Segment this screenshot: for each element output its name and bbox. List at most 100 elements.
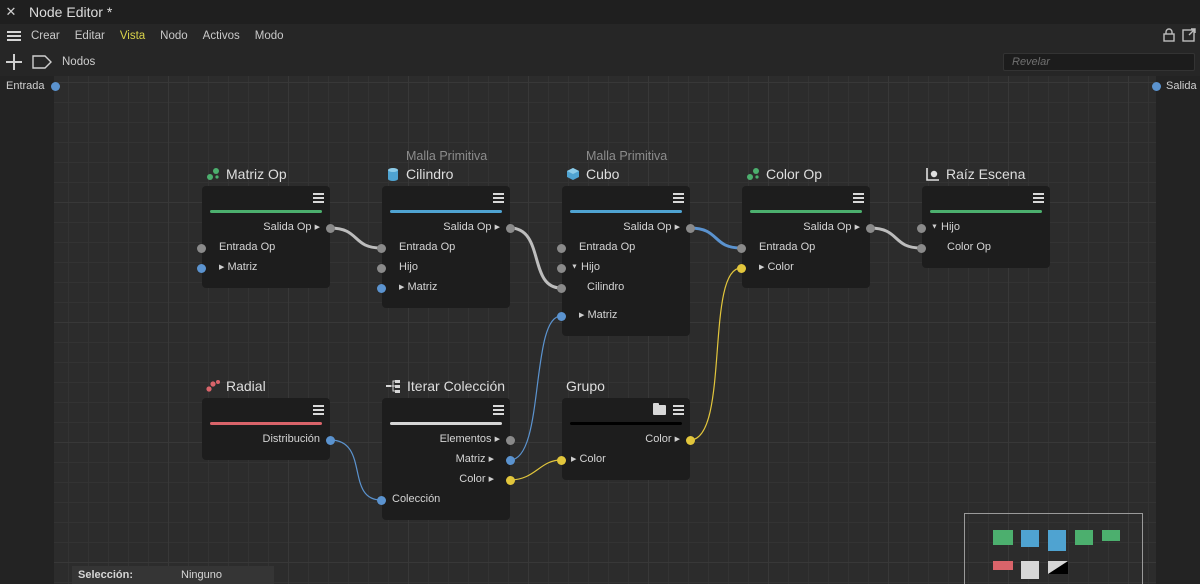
node-color-op[interactable]: Salida Op ▶ Entrada Op ▶ Color [742, 186, 870, 288]
menu-editar[interactable]: Editar [74, 30, 105, 42]
port-dot-in[interactable] [917, 244, 926, 253]
input-label: Entrada [6, 80, 45, 92]
node-iterar-coleccion[interactable]: Elementos ▶ Matriz ▶ Color ▶ Colección [382, 398, 510, 520]
node-menu-icon[interactable] [1033, 193, 1044, 203]
breadcrumb-nodos[interactable]: Nodos [62, 56, 96, 68]
port-dot-in[interactable] [557, 456, 566, 465]
node-menu-icon[interactable] [313, 193, 324, 203]
node-title-cubo[interactable]: Cubo [566, 166, 619, 182]
port-dot-out[interactable] [866, 224, 875, 233]
node-menu-icon[interactable] [853, 193, 864, 203]
minimap-node [1102, 530, 1120, 541]
node-title-cilindro[interactable]: Cilindro [386, 166, 453, 182]
popout-icon[interactable] [1182, 28, 1196, 42]
port-dot-out[interactable] [326, 224, 335, 233]
node-menu-icon[interactable] [673, 405, 684, 415]
port-dot-in[interactable] [557, 264, 566, 273]
node-menu-icon[interactable] [493, 193, 504, 203]
port-salida-op: Salida Op ▶ [443, 221, 500, 233]
cube-icon [567, 168, 579, 180]
port-entrada-op: Entrada Op [219, 241, 276, 253]
node-title-raiz-escena[interactable]: Raíz Escena [926, 166, 1025, 182]
port-dot-in[interactable] [377, 264, 386, 273]
output-port[interactable] [1152, 82, 1161, 91]
input-port[interactable] [51, 82, 60, 91]
port-dot-in[interactable] [737, 264, 746, 273]
port-salida-op: Salida Op ▶ [623, 221, 680, 233]
port-dot-in[interactable] [557, 244, 566, 253]
node-title-text: Raíz Escena [946, 166, 1026, 182]
port-entrada-op: Entrada Op [759, 241, 816, 253]
node-title-matriz-op[interactable]: Matriz Op [206, 166, 287, 182]
node-matriz-op[interactable]: Salida Op ▶ Entrada Op ▶ Matriz [202, 186, 330, 288]
port-dot-out[interactable] [506, 436, 515, 445]
cloner-icon [207, 168, 219, 180]
folder-icon[interactable] [653, 403, 666, 415]
node-menu-icon[interactable] [493, 405, 504, 415]
port-dot-in[interactable] [557, 284, 566, 293]
port-dot-out[interactable] [686, 224, 695, 233]
node-subtitle-cubo: Malla Primitiva [586, 149, 668, 163]
port-dot-in[interactable] [197, 264, 206, 273]
port-dot-out[interactable] [326, 436, 335, 445]
node-raiz-escena[interactable]: ▼ Hijo Color Op [922, 186, 1050, 268]
menu-vista[interactable]: Vista [119, 30, 146, 42]
node-title-radial[interactable]: Radial [206, 378, 266, 394]
port-dot-in[interactable] [917, 224, 926, 233]
port-dot-out[interactable] [686, 436, 695, 445]
port-dot-in[interactable] [377, 284, 386, 293]
node-title-iterar[interactable]: Iterar Colección [386, 378, 505, 394]
menu-modo[interactable]: Modo [254, 30, 284, 42]
minimap-node [993, 561, 1013, 570]
node-title-color-op[interactable]: Color Op [746, 166, 822, 182]
port-dot-out[interactable] [506, 224, 515, 233]
port-dot-in[interactable] [377, 496, 386, 505]
minimap[interactable] [964, 513, 1143, 584]
close-icon[interactable]: ✕ [5, 4, 17, 19]
node-menu-icon[interactable] [313, 405, 324, 415]
minimap-node [1021, 530, 1039, 547]
node-title-text: Radial [226, 378, 266, 394]
port-matriz: Matriz ▶ [455, 453, 494, 465]
input-panel [0, 76, 54, 584]
port-entrada-op: Entrada Op [399, 241, 456, 253]
node-cilindro[interactable]: Salida Op ▶ Entrada Op Hijo ▶ Matriz [382, 186, 510, 308]
lock-icon[interactable] [1162, 28, 1176, 42]
node-title-text: Cilindro [406, 166, 454, 182]
node-title-text: Iterar Colección [407, 378, 506, 394]
port-hijo: ▼ Hijo [931, 221, 960, 233]
port-distribucion: Distribución [262, 433, 320, 445]
node-menu-icon[interactable] [673, 193, 684, 203]
add-node-icon[interactable] [6, 54, 22, 70]
minimap-node [1021, 561, 1039, 579]
port-dot-out[interactable] [506, 456, 515, 465]
menu-activos[interactable]: Activos [202, 30, 240, 42]
tag-icon[interactable] [32, 55, 52, 69]
menu-crear[interactable]: Crear [31, 30, 60, 42]
node-title-grupo[interactable]: Grupo [566, 378, 605, 394]
port-matriz: ▶ Matriz [219, 261, 258, 273]
minimap-node [1075, 530, 1093, 545]
scene-root-icon [926, 168, 939, 181]
reveal-search-input[interactable] [1003, 53, 1195, 71]
port-dot-in[interactable] [377, 244, 386, 253]
cloner-icon [747, 168, 759, 180]
port-hijo: Hijo [399, 261, 418, 273]
port-dot-out[interactable] [506, 476, 515, 485]
minimap-node [993, 530, 1013, 545]
port-dot-in[interactable] [197, 244, 206, 253]
node-subtitle-cilindro: Malla Primitiva [406, 149, 488, 163]
node-radial[interactable]: Distribución [202, 398, 330, 460]
node-grupo[interactable]: Color ▶ ▶ Color [562, 398, 690, 480]
menu-bar: Crear Editar Vista Nodo Activos Modo [0, 24, 1200, 48]
node-color-bar [210, 422, 322, 425]
port-dot-in[interactable] [737, 244, 746, 253]
port-matriz: ▶ Matriz [399, 281, 438, 293]
port-dot-in[interactable] [557, 312, 566, 321]
hamburger-menu-icon[interactable] [7, 31, 21, 41]
node-cubo[interactable]: Salida Op ▶ Entrada Op ▼ Hijo Cilindro ▶… [562, 186, 690, 336]
port-color-out: Color ▶ [645, 433, 680, 445]
node-canvas[interactable] [54, 76, 1156, 584]
minimap-node [1048, 561, 1068, 574]
menu-nodo[interactable]: Nodo [160, 30, 188, 42]
